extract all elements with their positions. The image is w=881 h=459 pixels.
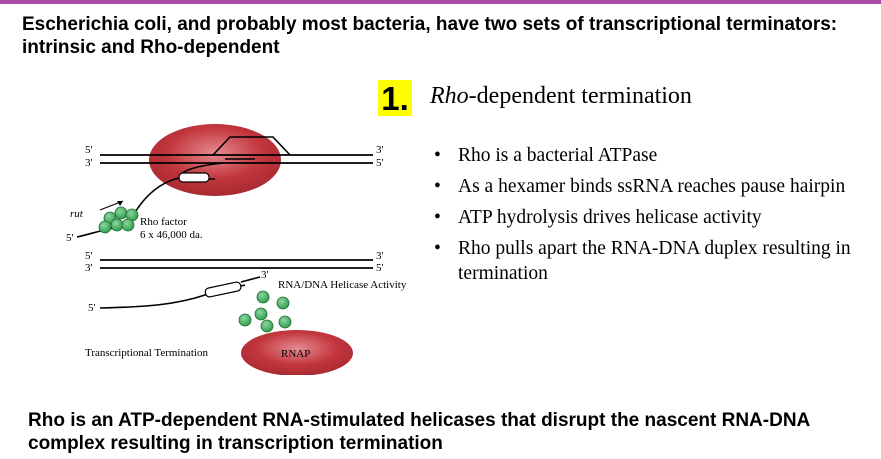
rho-subunit (254, 307, 268, 321)
slide-heading: Escherichia coli, and probably most bact… (22, 14, 838, 58)
rho-subunit (278, 315, 292, 329)
rho-subunit (110, 218, 124, 232)
rho-subunit (121, 218, 135, 232)
slide-footer: Rho is an ATP-dependent RNA-stimulated h… (28, 410, 810, 454)
label-5-prime: 5' (376, 157, 384, 169)
transcription-bubble (212, 136, 291, 156)
section-title-italic: Rho (430, 83, 469, 109)
bullet-list: Rho is a bacterial ATPase As a hexamer b… (434, 143, 854, 292)
rho-subunit (256, 290, 270, 304)
label-helicase: RNA/DNA Helicase Activity (278, 279, 407, 291)
pause-hairpin (178, 172, 210, 183)
label-3-prime: 3' (261, 269, 269, 281)
label-3-prime: 3' (85, 157, 93, 169)
section-number: 1. (378, 80, 412, 117)
label-5-prime: 5' (376, 262, 384, 274)
label-rut: rut (70, 208, 84, 220)
rho-subunit (276, 296, 290, 310)
label-3-prime: 3' (85, 262, 93, 274)
rho-subunit (238, 313, 252, 327)
bullet-item: Rho pulls apart the RNA-DNA duplex resul… (434, 236, 854, 286)
bullet-item: Rho is a bacterial ATPase (434, 143, 854, 168)
bullet-item: ATP hydrolysis drives helicase activity (434, 205, 854, 230)
rho-subunit (114, 206, 128, 220)
direction-arrowhead (117, 201, 123, 206)
released-hairpin (204, 281, 242, 298)
rho-termination-diagram: 5' 3' 3' 5' rut 5' Rho factor 6 x 46,000… (66, 124, 407, 375)
label-rho-mass: 6 x 46,000 da. (140, 229, 203, 241)
label-3-prime: 3' (376, 250, 384, 262)
rna-polymerase-top (149, 124, 281, 196)
label-5-prime: 5' (66, 232, 74, 244)
released-rna (99, 284, 246, 309)
label-rho-factor: Rho factor (140, 216, 187, 228)
released-rna-tail (240, 276, 261, 283)
label-5-prime: 5' (85, 250, 93, 262)
bullet-item: As a hexamer binds ssRNA reaches pause h… (434, 174, 854, 199)
section-title-rest: -dependent termination (468, 83, 692, 109)
label-5-prime: 5' (85, 144, 93, 156)
label-rnap: RNAP (281, 348, 310, 360)
rho-subunit (98, 220, 112, 234)
label-3-prime: 3' (376, 144, 384, 156)
rho-subunit (260, 319, 274, 333)
label-termination: Transcriptional Termination (85, 347, 208, 359)
section-title: Rho-dependent termination (430, 83, 692, 110)
rna-polymerase-released (241, 330, 353, 375)
label-5-prime: 5' (88, 302, 96, 314)
top-accent-bar (0, 0, 881, 4)
